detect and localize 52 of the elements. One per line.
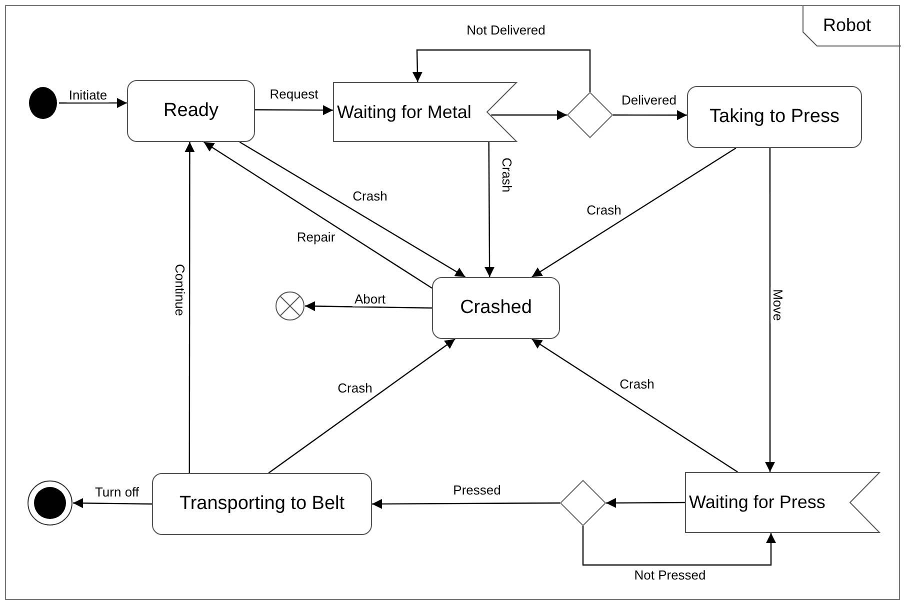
- edge-label: Not Pressed: [632, 568, 708, 582]
- transition-arrow: [613, 110, 687, 120]
- signal-state: [333, 82, 517, 142]
- decision-diamond: [567, 92, 613, 138]
- transition-arrow: [59, 98, 127, 108]
- state-name: Transporting to Belt: [179, 493, 345, 515]
- transition-arrow: [268, 338, 456, 474]
- edge-label: Crash: [336, 380, 374, 396]
- transition-arrow: [532, 148, 736, 278]
- transition-arrow: [73, 498, 152, 508]
- transition-arrow: [484, 142, 495, 277]
- state-box: [152, 473, 372, 535]
- terminate-state: [275, 291, 305, 321]
- transition-arrow: [532, 338, 738, 472]
- edge-label: Not Delivered: [464, 22, 548, 38]
- transition-arrow: [372, 498, 560, 509]
- initial-state: [27, 87, 59, 119]
- transition-arrow: [239, 141, 466, 278]
- state-box: [432, 277, 560, 339]
- edge-label: Crash: [350, 188, 390, 204]
- edge-label: Initiate: [66, 88, 110, 102]
- edge-label: Delivered: [620, 92, 678, 108]
- edge-label: Abort: [352, 292, 388, 306]
- transition-arrow: [255, 105, 333, 116]
- decision-diamond: [560, 480, 606, 526]
- edge-label: Move: [770, 287, 786, 323]
- state-name: Ready: [164, 100, 218, 122]
- state-name: Waiting for Press: [689, 492, 826, 513]
- edge-label: Continue: [172, 262, 188, 318]
- edge-label: Repair: [294, 230, 338, 244]
- state-name: Crashed: [460, 297, 532, 319]
- edge-label: Crash: [500, 156, 514, 194]
- final-state: [27, 480, 73, 526]
- transition-arrow: [184, 142, 195, 473]
- transition-arrow: [412, 49, 591, 92]
- state-name: Waiting for Metal: [337, 102, 472, 122]
- transition-arrow: [606, 498, 685, 508]
- transition-arrow: [582, 526, 776, 566]
- edge-label: Request: [268, 86, 320, 102]
- transition-arrow: [203, 142, 432, 289]
- edge-label: Crash: [584, 202, 624, 218]
- signal-state: [685, 472, 880, 533]
- transition-arrow: [765, 148, 776, 472]
- state-box: [127, 80, 255, 142]
- edge-label: Turn off: [92, 484, 142, 500]
- frame: [5, 5, 900, 600]
- frame-title: Robot: [822, 15, 871, 36]
- state-box: [687, 86, 862, 148]
- transition-arrow: [304, 301, 432, 312]
- edge-label: Pressed: [451, 482, 503, 498]
- edge-label: Crash: [618, 376, 656, 392]
- state-name: Taking to Press: [710, 106, 840, 128]
